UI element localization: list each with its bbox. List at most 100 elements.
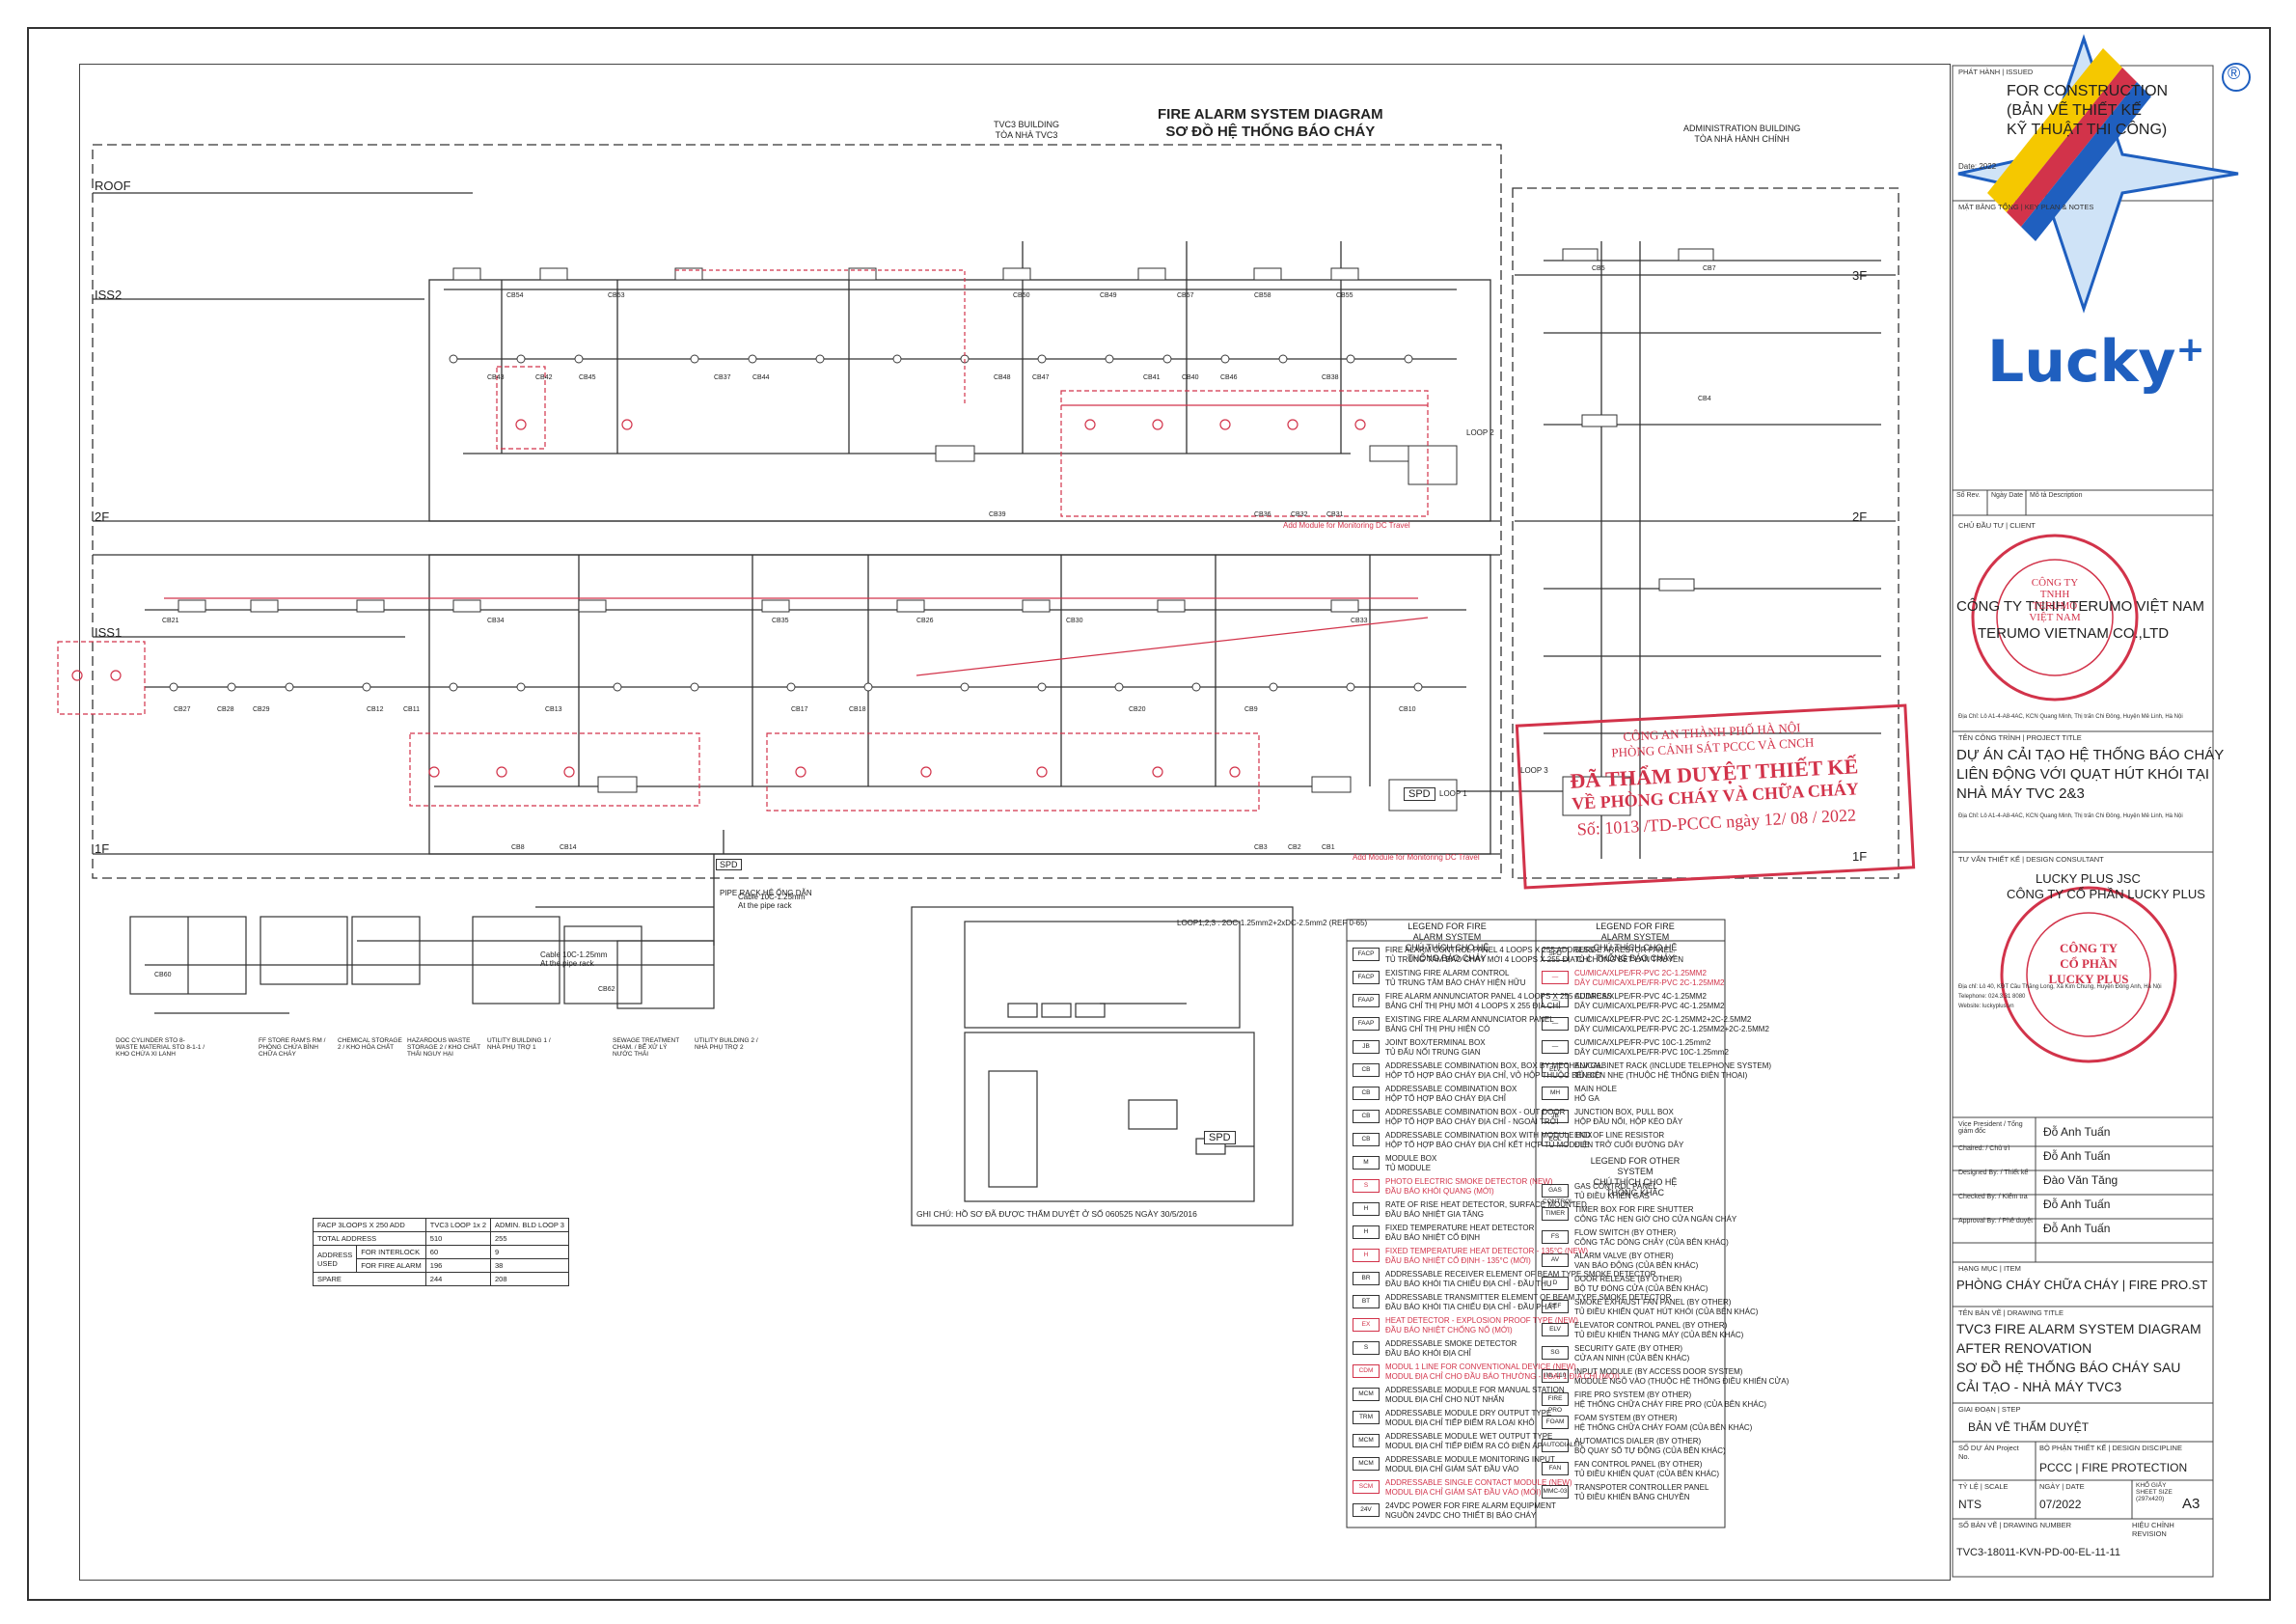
legend-symbol: CB	[1353, 1063, 1380, 1077]
client-label: CHỦ ĐẦU TƯ | CLIENT	[1958, 521, 2036, 530]
legend-item: ALARM VALVE (BY OTHER)VAN BÁO ĐỘNG (CỦA …	[1574, 1252, 1699, 1270]
logo-star-graphic	[1957, 34, 2251, 314]
cb-label: CB40	[1182, 374, 1199, 381]
lucky-plus-seal: CÔNG TY CỔ PHẦN LUCKY PLUS	[2048, 941, 2129, 986]
address-table: FACP 3LOOPS X 250 ADD TVC3 LOOP 1x 2 ADM…	[312, 1218, 569, 1286]
cb-label: CB18	[849, 706, 866, 713]
cb-label: CB42	[535, 374, 553, 381]
step-label: GIAI ĐOẠN | STEP	[1958, 1405, 2021, 1414]
cb-label: CB30	[1066, 618, 1083, 624]
level-label-iss2: ISS2	[95, 288, 123, 302]
legend-symbol: AUTODIALER	[1542, 1439, 1582, 1452]
sheet-value: A3	[2182, 1496, 2200, 1512]
loop-label-3: LOOP 3	[1520, 766, 1548, 775]
legend-item: CU/MICA/XLPE/FR-PVC 2C-1.25MM2+2C-2.5MM2…	[1574, 1015, 1769, 1033]
title-en: FIRE ALARM SYSTEM DIAGRAM	[1158, 106, 1383, 123]
legend-item: ADDRESSABLE TRANSMITTER ELEMENT OF BEAM …	[1385, 1293, 1672, 1311]
cb-label: CB10	[1399, 706, 1416, 713]
spd-box-pipe: SPD	[716, 859, 742, 870]
legend-symbol: S	[1353, 1179, 1380, 1193]
legend-title-right: LEGEND FOR FIRE ALARM SYSTEM CHÚ THÍCH C…	[1593, 922, 1678, 963]
legend-symbol: MCM	[1353, 1434, 1380, 1447]
cb-label: CB12	[367, 706, 384, 713]
discipline-label: BỘ PHẬN THIẾT KẾ | DESIGN DISCIPLINE	[2039, 1444, 2182, 1452]
signature-name: Đỗ Anh Tuấn	[2043, 1197, 2111, 1211]
legend-symbol: FACP	[1353, 948, 1380, 961]
legend-symbol: JB	[1353, 1040, 1380, 1054]
project-address: Địa Chỉ: Lô A1-4-A8-4AC, KCN Quang Minh,…	[1958, 813, 2183, 819]
cb-label: CB4	[1698, 396, 1711, 402]
pipe-rack-label: PIPE RACK HỆ ỐNG DẪN	[720, 889, 812, 897]
legend-symbol: —	[1542, 994, 1569, 1007]
legend-symbol: H	[1353, 1225, 1380, 1239]
legend-symbol: BT	[1353, 1295, 1380, 1308]
project-title-1: DỰ ÁN CẢI TẠO HỆ THỐNG BÁO CHÁY	[1956, 747, 2225, 763]
legend-symbol: FAN	[1542, 1462, 1569, 1475]
lucky-plus-logo: Lucky+	[1987, 328, 2205, 396]
drawing-frame	[79, 64, 1951, 1581]
legend-symbol: CB	[1353, 1087, 1380, 1100]
legend-symbol: JB	[1542, 1110, 1569, 1123]
note-add-module-2: Add Module for Monitoring DC Travel	[1353, 853, 1480, 862]
client-address: Địa Chỉ: Lô A1-4-A8-4AC, KCN Quang Minh,…	[1958, 714, 2183, 720]
signature-role: Designed By: / Thiết kế	[1958, 1170, 2029, 1176]
legend-item: SMOKE EXHAUST FAN PANEL (BY OTHER)TỦ ĐIỀ…	[1574, 1298, 1759, 1316]
drawing-title-3: SƠ ĐỒ HỆ THỐNG BÁO CHÁY SAU	[1956, 1360, 2181, 1375]
drawing-title-1: TVC3 FIRE ALARM SYSTEM DIAGRAM	[1956, 1321, 2201, 1336]
sheet-label: KHỔ GIẤY SHEET SIZE (297x420)	[2136, 1482, 2173, 1502]
cb-label: CB11	[403, 706, 420, 713]
legend-symbol: MCM	[1353, 1457, 1380, 1471]
spd-box-center: SPD	[1204, 1131, 1236, 1144]
legend-item: SECURITY GATE (BY OTHER)CỬA AN NINH (CỦA…	[1574, 1344, 1690, 1363]
cb-label: CB60	[154, 972, 172, 978]
rev-header-date: Ngày Date	[1991, 492, 2024, 499]
cb-label: CB46	[1220, 374, 1238, 381]
keyplan-label: MẶT BẰNG TỔNG | KEY PLAN & NOTES	[1958, 203, 2094, 211]
legend-item: FAN CONTROL PANEL (BY OTHER)TỦ ĐIỀU KHIỂ…	[1574, 1460, 1720, 1478]
signature-role: Approval By: / Phê duyệt	[1958, 1218, 2034, 1225]
legend-title-left: LEGEND FOR FIRE ALARM SYSTEM CHÚ THÍCH C…	[1405, 922, 1490, 963]
consultant-web: Website: luckyplus.vn	[1958, 1004, 2014, 1009]
legend-symbol: INL-110	[1542, 1369, 1569, 1383]
legend-item: ELEVATOR CONTROL PANEL (BY OTHER)TỦ ĐIỀU…	[1574, 1321, 1744, 1339]
cb-label: CB9	[1244, 706, 1258, 713]
issued-line-3: KỸ THUẬT THI CÔNG)	[2007, 122, 2168, 138]
cable-10c-note-2: Cable 10C-1.25mm At the pipe rack	[540, 950, 608, 968]
project-title-2: LIÊN ĐỘNG VỚI QUẠT HÚT KHÓI TẠI	[1956, 766, 2210, 783]
legend-item: PHOTO ELECTRIC SMOKE DETECTOR (NEW)ĐẦU B…	[1385, 1177, 1553, 1196]
drawing-sheet	[27, 27, 2271, 1601]
cb-label: CB34	[487, 618, 505, 624]
legend-item: ADDRESSABLE RECEIVER ELEMENT OF BEAM TYP…	[1385, 1270, 1656, 1288]
cb-label: CB43	[487, 374, 505, 381]
date-label: NGÀY | DATE	[2039, 1482, 2085, 1491]
note-add-module: Add Module for Monitoring DC Travel	[1283, 521, 1410, 530]
cb-label: CB53	[608, 292, 625, 299]
legend-symbol: BR	[1353, 1272, 1380, 1285]
cb-label: CB8	[511, 844, 525, 851]
consultant-address: Địa chỉ: Lô 40, KĐT Cầu Thăng Long, Xã K…	[1958, 984, 2162, 990]
cb-label: CB39	[989, 511, 1006, 518]
cb-label: CB45	[579, 374, 596, 381]
table-row: ADDRESS USED FOR INTERLOCK 60 9	[312, 1245, 569, 1273]
item-value: PHÒNG CHÁY CHỮA CHÁY | FIRE PRO.ST	[1956, 1278, 2208, 1292]
cable-note: LOOP1,2,3 : 2OC-1.25mm2+2xDC-2.5mm2 (REF…	[1177, 919, 1368, 927]
cb-label: CB37	[714, 374, 731, 381]
building-label-tvc3: TVC3 BUILDING TÒA NHÀ TVC3	[994, 120, 1060, 140]
legend-symbol: TIMER	[1542, 1207, 1569, 1221]
level-label-admin-2f: 2F	[1852, 509, 1868, 524]
project-title-3: NHÀ MÁY TVC 2&3	[1956, 785, 2085, 802]
legend-item: RATE OF RISE HEAT DETECTOR, SURFACE MOUN…	[1385, 1200, 1587, 1219]
legend-symbol: FOAM	[1542, 1416, 1569, 1429]
client-name-vi: CÔNG TY TNHH TERUMO VIỆT NAM	[1956, 598, 2204, 615]
cb-label: CB54	[506, 292, 524, 299]
